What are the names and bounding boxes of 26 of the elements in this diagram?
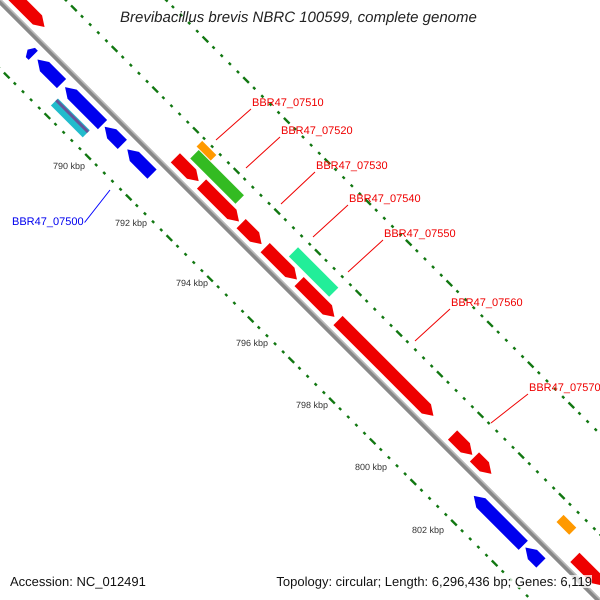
scale-label: 798 kbp	[296, 401, 328, 410]
accession-text: Accession: NC_012491	[10, 575, 146, 588]
leader-line	[216, 108, 252, 140]
leader-line	[312, 204, 348, 238]
scale-label: 800 kbp	[355, 463, 388, 472]
gene-label: BBR47_07550	[384, 229, 456, 240]
gene-label: BBR47_07520	[281, 126, 353, 137]
title: Brevibacillus brevis NBRC 100599, complete genome	[120, 10, 477, 25]
scale-label: 802 kbp	[412, 526, 444, 535]
leader-line	[246, 136, 280, 168]
leader-line	[414, 308, 450, 342]
scale-label: 796 kbp	[236, 339, 268, 348]
gene-label: BBR47_07500	[12, 217, 84, 228]
scale-label: 792 kbp	[115, 219, 148, 228]
scale-label: 790 kbp	[53, 162, 86, 171]
scale-label: 794 kbp	[176, 279, 208, 288]
gene-label: BBR47_07570	[529, 383, 600, 394]
leader-line	[280, 172, 316, 204]
gene-label: BBR47_07510	[252, 98, 324, 109]
gene-label: BBR47_07530	[316, 161, 388, 172]
leader-line	[348, 240, 384, 272]
leader-line	[84, 190, 110, 223]
gene-label: BBR47_07540	[349, 194, 421, 205]
gene-label: BBR47_07560	[451, 298, 523, 309]
genome-summary-text: Topology: circular; Length: 6,296,436 bp; Genes: 6,119	[276, 575, 592, 588]
leader-line	[490, 394, 528, 424]
